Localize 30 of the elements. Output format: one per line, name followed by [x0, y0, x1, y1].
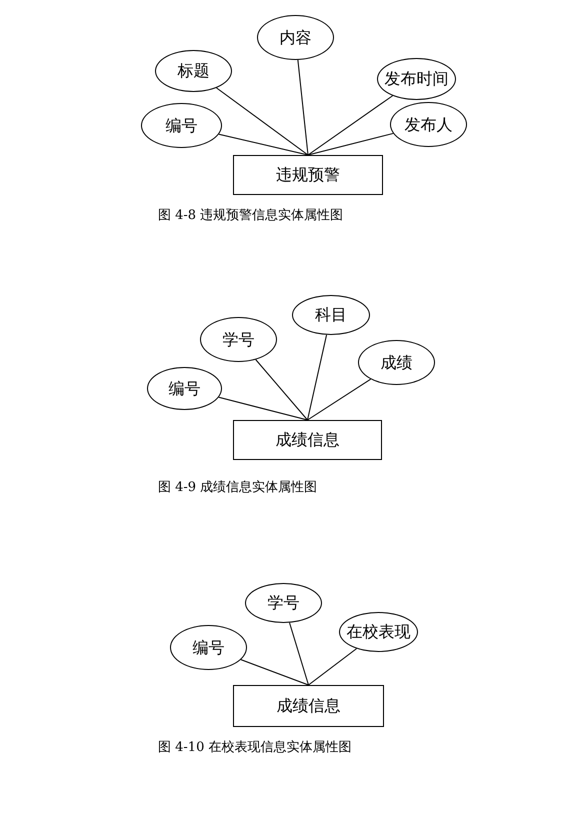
entity-box: 成绩信息: [233, 685, 384, 727]
connector-line: [240, 659, 309, 686]
attribute-ellipse: 内容: [257, 15, 334, 60]
attribute-ellipse: 标题: [155, 50, 232, 92]
connector-line: [308, 132, 394, 156]
attribute-ellipse: 科目: [292, 295, 370, 335]
attribute-ellipse: 学号: [200, 317, 277, 362]
attribute-ellipse: 编号: [141, 103, 222, 148]
attribute-ellipse: 发布人: [390, 102, 467, 147]
connector-line: [308, 95, 394, 156]
entity-box: 违规预警: [233, 155, 383, 195]
attribute-ellipse: 学号: [245, 583, 322, 623]
connector-line: [218, 134, 308, 156]
attribute-ellipse: 成绩: [358, 340, 435, 385]
attribute-ellipse: 编号: [147, 367, 222, 410]
figure-caption: 图 4-10 在校表现信息实体属性图: [158, 739, 352, 756]
connector-line: [308, 648, 358, 686]
entity-box: 成绩信息: [233, 420, 382, 460]
figure-caption: 图 4-8 违规预警信息实体属性图: [158, 207, 344, 224]
connector-line: [255, 359, 308, 420]
connector-line: [289, 622, 309, 686]
attribute-ellipse: 在校表现: [339, 612, 418, 652]
figure-caption: 图 4-9 成绩信息实体属性图: [158, 479, 318, 496]
connector-line: [307, 378, 372, 420]
connector-line: [216, 87, 308, 156]
attribute-ellipse: 编号: [170, 625, 247, 670]
attribute-ellipse: 发布时间: [377, 58, 456, 100]
connector-line: [297, 59, 308, 156]
connector-line: [218, 396, 308, 420]
connector-line: [307, 334, 328, 420]
